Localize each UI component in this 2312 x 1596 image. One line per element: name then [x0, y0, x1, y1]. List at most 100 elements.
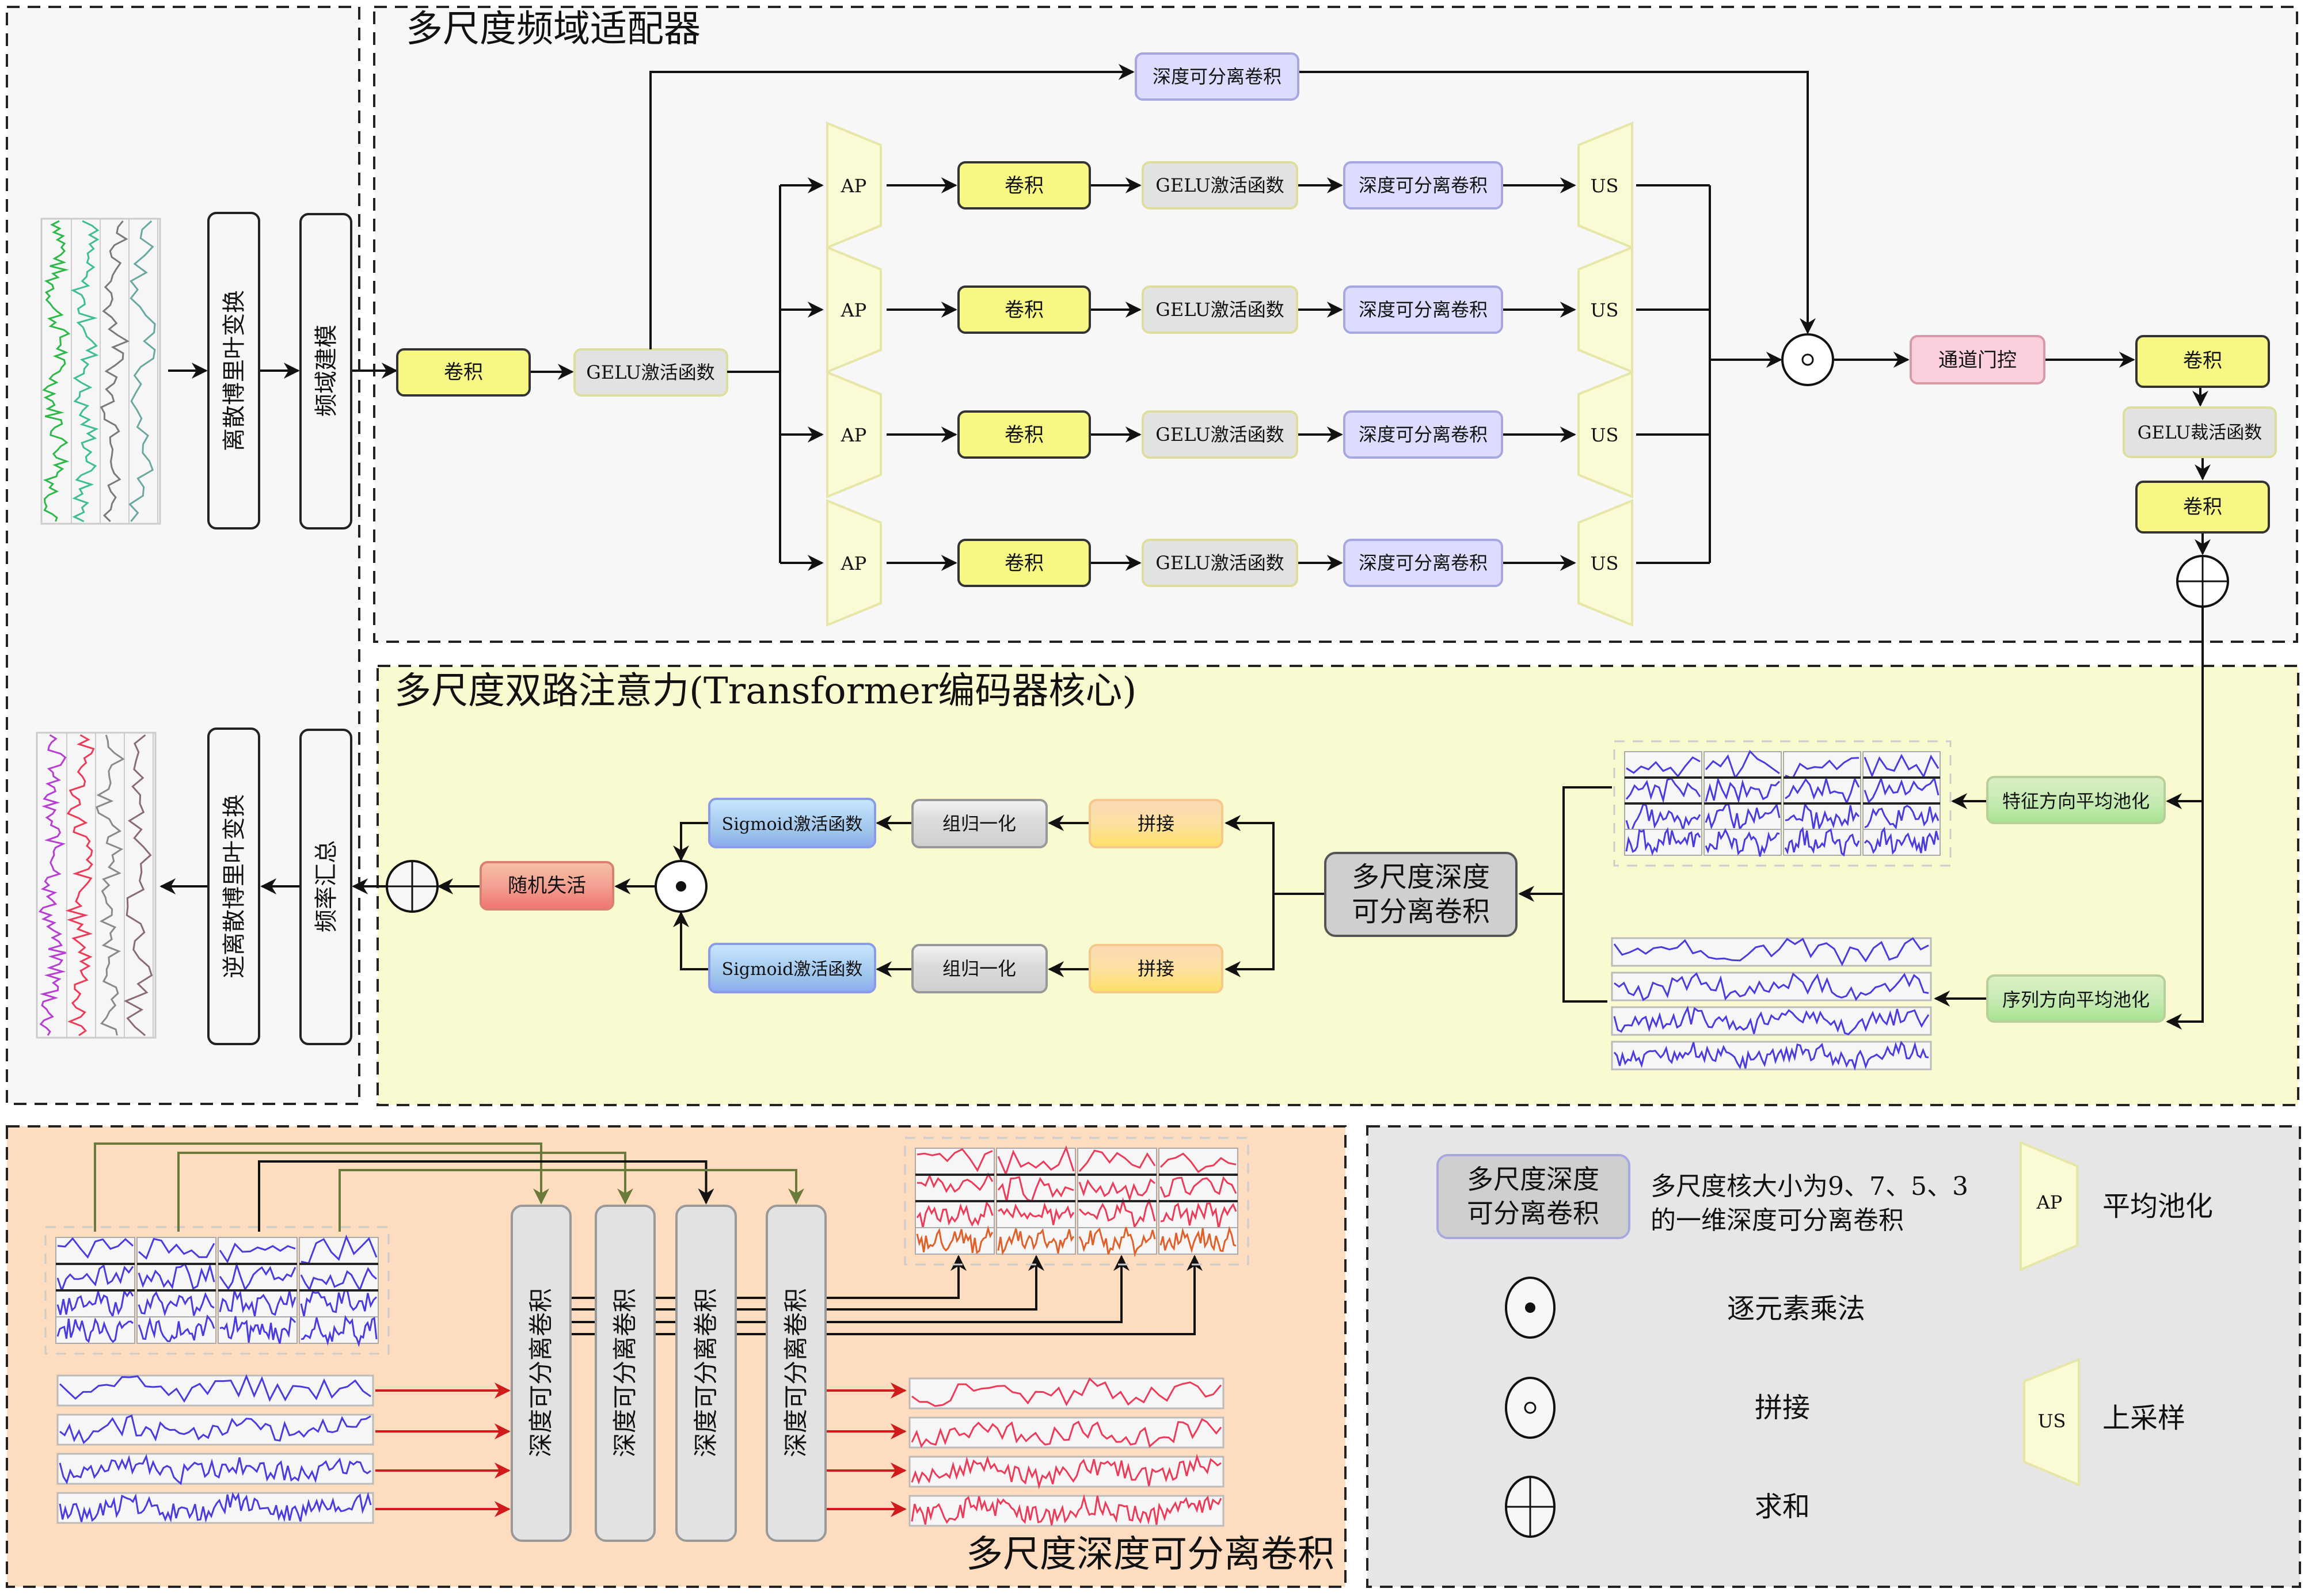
legend-msdw-box: [1436, 1154, 1630, 1239]
feature-pool-box[interactable]: [1986, 776, 2166, 824]
out-conv1-box[interactable]: [2135, 335, 2270, 388]
line-to-bottom-concat: [1225, 894, 1275, 977]
legend-concat-icon: [1505, 1377, 1556, 1439]
branch-dwconv-box[interactable]: [1343, 539, 1503, 587]
mul-dot-icon: [676, 881, 686, 892]
concat-symbol-icon: [1801, 353, 1814, 366]
skip-dwconv-label: 深度可分离卷积: [1153, 66, 1282, 87]
top-sigmoid-label: Sigmoid激活函数: [722, 814, 863, 835]
bottom-norm-box[interactable]: [911, 944, 1048, 993]
sequence-pooled-waves: [1611, 937, 1932, 1071]
attn-grid-trace: [1625, 826, 1701, 856]
out-gelu-box[interactable]: [2123, 406, 2277, 458]
branch-gelu-box[interactable]: [1142, 285, 1298, 334]
ap-trapezoid-icon[interactable]: [826, 371, 882, 498]
adapter-panel: [373, 6, 2298, 643]
detail-output-waves: [908, 1377, 1225, 1527]
attn-grid-trace: [1626, 756, 1701, 778]
md-out-grid-trace: [1160, 1202, 1237, 1229]
top-norm-box[interactable]: [911, 799, 1048, 848]
us-trapezoid-icon[interactable]: [1577, 499, 1633, 627]
out-conv2-box[interactable]: [2135, 481, 2270, 534]
input-conv-label: 卷积: [444, 361, 483, 384]
md-in-seq-strip-trace: [59, 1454, 371, 1485]
attn-grid-trace: [1705, 776, 1781, 804]
ap-label: AP: [841, 175, 867, 197]
legend-msdw-line1: 多尺度深度: [1467, 1164, 1599, 1195]
legend-msdw-line2: 可分离卷积: [1467, 1198, 1599, 1229]
input-conv-box[interactable]: [396, 348, 531, 397]
ap-trapezoid-icon[interactable]: [826, 246, 882, 374]
branch-dwconv-box[interactable]: [1343, 161, 1503, 210]
detail-dwconv-column[interactable]: [511, 1205, 572, 1542]
branch-conv-box[interactable]: [957, 539, 1091, 587]
ap-trapezoid-icon[interactable]: [826, 121, 882, 249]
detail-dwconv-column[interactable]: [766, 1205, 827, 1542]
skip-dwconv-box[interactable]: [1135, 52, 1299, 101]
md-in-grid-trace: [138, 1237, 215, 1260]
md-in-grid-trace: [56, 1289, 134, 1319]
detail-dwconv-column[interactable]: [595, 1205, 656, 1542]
idft-box[interactable]: [207, 727, 260, 1045]
attn-grid-trace: [1785, 802, 1860, 831]
branch-gelu-box[interactable]: [1142, 161, 1298, 210]
input-wave-trace: [42, 220, 71, 522]
branch-dwconv-box[interactable]: [1343, 285, 1503, 334]
freq-modeling-box[interactable]: [299, 213, 352, 530]
branch-conv-box[interactable]: [957, 285, 1091, 334]
branch-dwconv-label: 深度可分离卷积: [1359, 552, 1488, 574]
idft-label: 逆离散博里叶变换: [221, 794, 248, 978]
branch-gelu-label: GELU激活函数: [1155, 174, 1284, 196]
wire-column-to-grid: [571, 1255, 1130, 1323]
dft-box[interactable]: [207, 212, 260, 530]
dft-label: 离散博里叶变换: [221, 290, 248, 451]
wire-grid-to-column: [177, 1152, 633, 1232]
legend-ap-desc: 平均池化: [2102, 1190, 2213, 1222]
channel-gate-box[interactable]: [1910, 335, 2045, 384]
freq-aggregation-box[interactable]: [299, 729, 352, 1045]
attn-seq-strip-trace: [1613, 937, 1929, 966]
branch-conv-label: 卷积: [1005, 424, 1044, 447]
md-out-grid-trace: [1078, 1197, 1156, 1229]
branch-gelu-box[interactable]: [1142, 410, 1298, 459]
attn-seq-strip-trace: [1613, 1005, 1930, 1035]
md-out-seq-strip-trace: [911, 1453, 1222, 1490]
attention-msdw-box[interactable]: [1324, 852, 1518, 937]
attn-seq-strip-frame: [1611, 972, 1932, 1001]
dropout-box[interactable]: [480, 861, 614, 911]
sequence-pool-box[interactable]: [1986, 974, 2166, 1023]
attention-title: 多尺度双路注意力(Transformer编码器核心): [394, 670, 1136, 713]
top-norm-label: 组归一化: [942, 813, 1016, 835]
md-in-grid-dashed-frame: [44, 1226, 390, 1355]
detail-dwconv-column[interactable]: [675, 1205, 737, 1542]
output-waveform: [36, 732, 157, 1039]
md-out-grid-cell: [996, 1201, 1076, 1228]
md-in-seq-strip-frame: [56, 1453, 374, 1485]
branch-dwconv-box[interactable]: [1343, 410, 1503, 459]
bottom-sigmoid-box[interactable]: [708, 943, 876, 993]
input-wave-trace: [70, 220, 100, 523]
attn-grid-trace: [1625, 802, 1701, 833]
attn-grid-cell: [1783, 777, 1861, 804]
branch-conv-box[interactable]: [957, 410, 1091, 459]
bottom-concat-label: 拼接: [1138, 958, 1174, 980]
detail-dwconv-label: 深度可分离卷积: [611, 1288, 639, 1457]
ap-trapezoid-icon[interactable]: [826, 499, 882, 627]
bottom-concat-box[interactable]: [1089, 944, 1223, 993]
legend-mul-dot: [1525, 1302, 1535, 1313]
us-trapezoid-icon[interactable]: [1577, 371, 1633, 498]
line-to-top-concat: [1225, 815, 1275, 894]
md-in-grid-trace: [219, 1316, 296, 1344]
top-sigmoid-box[interactable]: [708, 798, 876, 848]
top-concat-box[interactable]: [1089, 799, 1223, 848]
branch-gelu-box[interactable]: [1142, 539, 1298, 587]
wire-grid-to-column: [94, 1142, 549, 1232]
branch-conv-box[interactable]: [957, 161, 1091, 210]
attn-grid-trace: [1785, 757, 1860, 780]
attn-grid-trace: [1864, 753, 1940, 779]
md-out-grid-trace: [997, 1228, 1075, 1255]
out-conv1-label: 卷积: [2183, 349, 2222, 372]
attn-grid-trace: [1784, 826, 1860, 857]
